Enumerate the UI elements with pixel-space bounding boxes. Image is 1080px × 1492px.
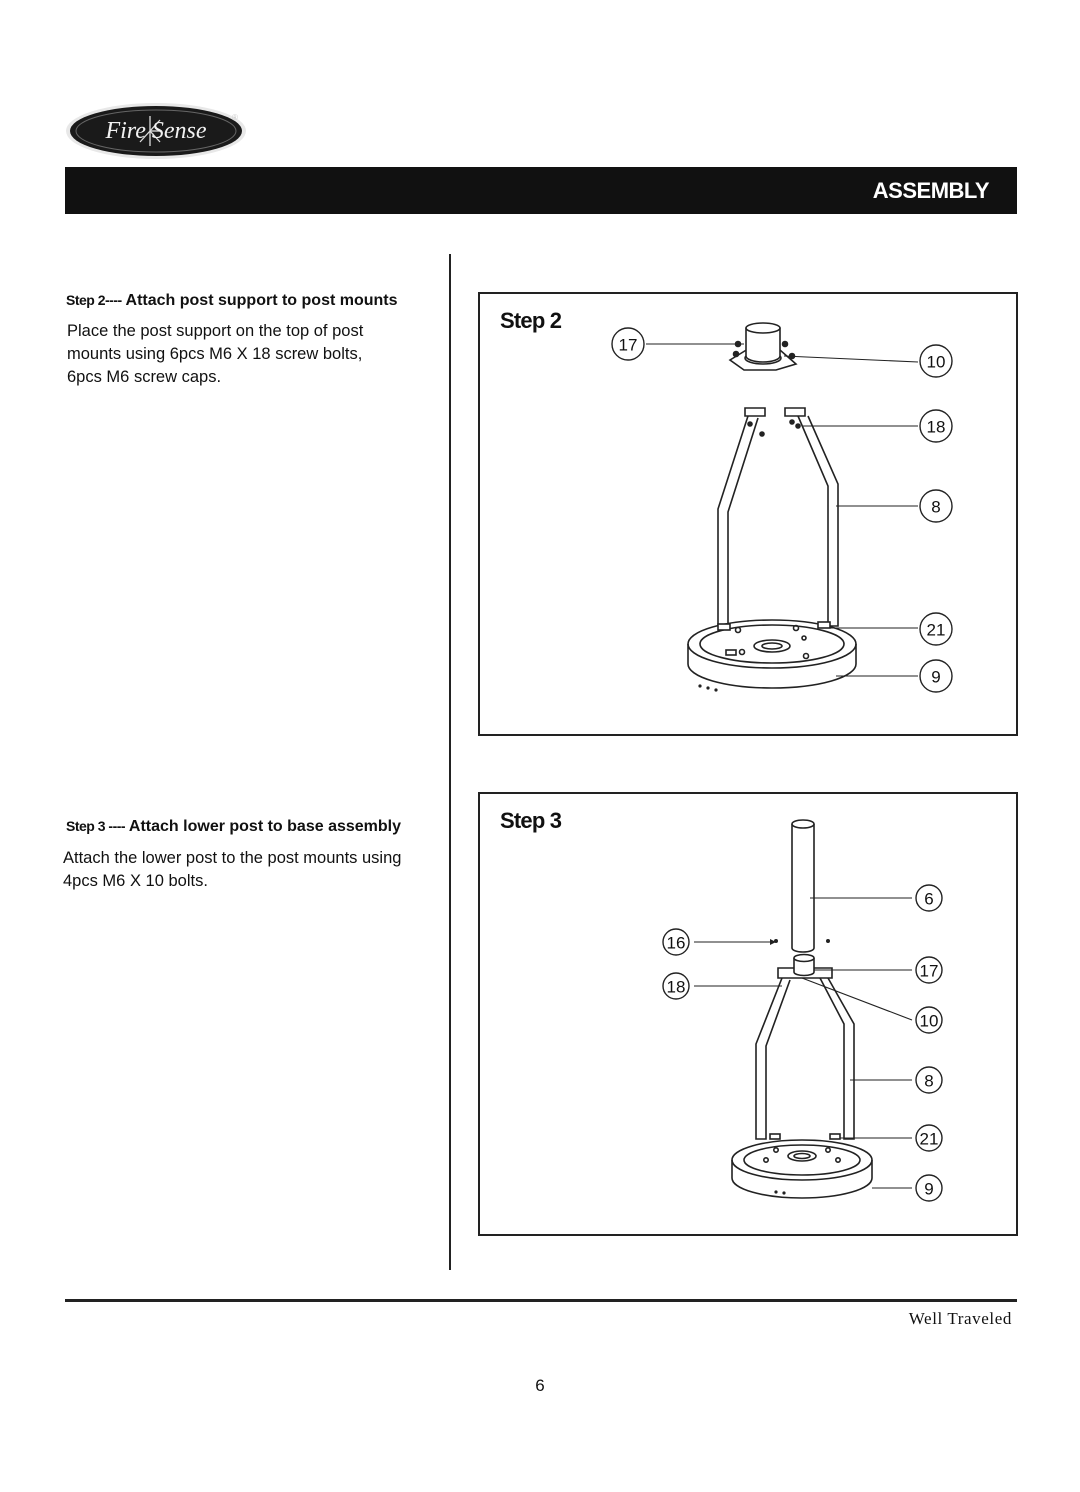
callout-21: 21 (919, 612, 953, 646)
svg-text:17: 17 (619, 336, 638, 355)
callout-8: 8 (915, 1066, 943, 1094)
callout-8: 8 (919, 489, 953, 523)
step-2-instructions: Place the post support on the top of pos… (67, 322, 364, 386)
svg-text:®: ® (232, 113, 238, 122)
svg-text:21: 21 (920, 1130, 939, 1149)
svg-text:9: 9 (931, 668, 940, 687)
step-3-instructions: Attach the lower post to the post mounts… (63, 849, 402, 890)
svg-text:8: 8 (931, 498, 940, 517)
svg-text:16: 16 (667, 934, 686, 953)
step-3-illustration: 6 16 17 18 10 8 21 9 (662, 819, 943, 1202)
section-title: ASSEMBLY (872, 178, 990, 203)
step-3-heading: Step 3 ---- Attach lower post to base as… (66, 818, 401, 836)
callout-21: 21 (915, 1124, 943, 1152)
callout-17: 17 (611, 327, 645, 361)
step-3-label: Step 3 ---- (66, 818, 126, 834)
footer-rule (65, 1299, 1017, 1302)
svg-text:17: 17 (920, 962, 939, 981)
step-2-panel-title: Step 2 (500, 308, 562, 333)
callout-10: 10 (919, 344, 953, 378)
svg-text:9: 9 (924, 1180, 933, 1199)
svg-text:10: 10 (927, 353, 946, 372)
svg-text:18: 18 (667, 978, 686, 997)
step-3-panel-title: Step 3 (500, 808, 562, 833)
step-2-heading: Step 2---- Attach post support to post m… (66, 292, 398, 310)
svg-text:21: 21 (927, 621, 946, 640)
svg-text:18: 18 (927, 418, 946, 437)
callout-6: 6 (915, 884, 943, 912)
logo-text: Fire Sense (104, 118, 206, 144)
footer-tagline: Well Traveled (908, 1309, 1012, 1328)
step-3-title: Attach lower post to base assembly (128, 818, 401, 835)
svg-text:10: 10 (920, 1012, 939, 1031)
step-2-diagram: Step 2 (478, 292, 1018, 736)
callout-16: 16 (662, 928, 690, 956)
column-divider (449, 254, 451, 1270)
step-3-diagram: Step 3 (478, 792, 1018, 1236)
callout-10: 10 (915, 1006, 943, 1034)
step-2-label: Step 2---- (66, 292, 122, 308)
svg-text:8: 8 (924, 1072, 933, 1091)
callout-18: 18 (662, 972, 690, 1000)
callout-17: 17 (915, 956, 943, 984)
section-header-bar: ASSEMBLY (65, 167, 1017, 214)
step-2-illustration: 17 10 18 8 21 9 (611, 322, 953, 693)
svg-text:6: 6 (924, 890, 933, 909)
callout-18: 18 (919, 409, 953, 443)
page-number: 6 (535, 1376, 545, 1395)
callout-9: 9 (919, 659, 953, 693)
callout-9: 9 (915, 1174, 943, 1202)
fire-sense-logo: Fire Sense ® (64, 100, 248, 162)
step-2-title: Attach post support to post mounts (125, 292, 398, 309)
